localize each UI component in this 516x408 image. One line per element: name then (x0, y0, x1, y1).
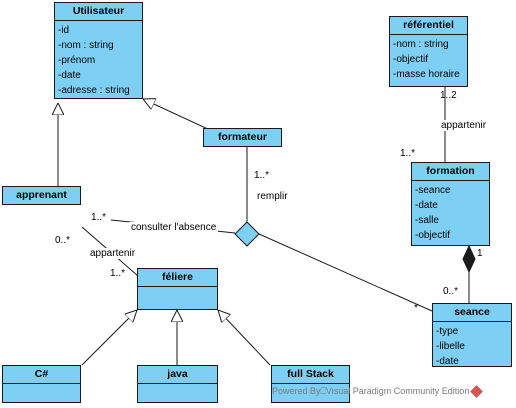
class-name: java (138, 366, 217, 384)
watermark: Powered By⎕Visual Paradigm Community Edi… (272, 385, 484, 398)
multiplicity-seance-left: * (414, 303, 418, 314)
attribute: -prénom (58, 55, 96, 66)
class-name: féliere (138, 269, 217, 287)
class-formateur[interactable]: formateur (203, 128, 282, 147)
gen-formateur-utilisateur (143, 99, 211, 131)
multiplicity-seance-top: 0..* (443, 286, 459, 297)
composition-diamond (462, 244, 476, 274)
gen-csharp-feliere (81, 310, 137, 366)
class-name: Utilisateur (55, 3, 142, 21)
multiplicity-formation: 1..* (400, 148, 416, 159)
class-name: référentiel (390, 17, 467, 35)
attribute: -date (58, 70, 81, 81)
class-name: full Stack (272, 366, 349, 384)
class-seance[interactable]: seance -type -libelle -date (432, 303, 512, 367)
gen-fullstack-feliere (218, 310, 271, 366)
attribute: -salle (415, 215, 439, 226)
association-label-consulter: consulter l'absence (129, 222, 219, 233)
class-name: formateur (217, 131, 267, 143)
visual-paradigm-logo-icon (470, 385, 484, 398)
attribute: -masse horaire (393, 69, 460, 80)
attribute: -nom : string (393, 39, 449, 50)
attribute: -libelle (436, 341, 465, 352)
class-name: formation (412, 163, 489, 181)
class-utilisateur[interactable]: Utilisateur -id -nom : string -prénom -d… (54, 2, 143, 99)
watermark-text: Powered By⎕Visual Paradigm Community Edi… (272, 386, 470, 396)
multiplicity-apprenant-bottom: 0..* (55, 235, 71, 246)
class-fullstack[interactable]: full Stack (271, 365, 350, 403)
attribute: -objectif (415, 230, 451, 241)
attribute: -objectif (393, 54, 429, 65)
attribute: -adresse : string (58, 85, 130, 96)
multiplicity-apprenant-right: 1..* (91, 212, 107, 223)
assoc-remplir-seance (258, 233, 433, 312)
class-feliere[interactable]: féliere (137, 268, 218, 310)
association-label-appartenir-ref: appartenir (439, 120, 489, 131)
association-label-remplir: remplir (257, 191, 288, 202)
class-formation[interactable]: formation -seance -date -salle -objectif (411, 162, 490, 246)
multiplicity-formateur: 1..* (254, 170, 270, 181)
class-java[interactable]: java (137, 365, 218, 403)
attribute: -id (58, 25, 70, 36)
multiplicity-feliere: 1..* (110, 268, 126, 279)
class-referentiel[interactable]: référentiel -nom : string -objectif -mas… (389, 16, 468, 87)
attribute: -type (436, 326, 459, 337)
attribute: -seance (415, 185, 451, 196)
attribute: -date (436, 356, 459, 367)
attribute: -date (415, 200, 438, 211)
association-diamond (234, 221, 260, 247)
association-label-appartenir-feliere: appartenir (88, 248, 138, 259)
class-name: C# (3, 366, 80, 384)
class-name: apprenant (16, 189, 67, 201)
class-name: seance (433, 304, 511, 322)
multiplicity-referentiel: 1..2 (440, 90, 457, 101)
attribute: -nom : string (58, 40, 114, 51)
class-apprenant[interactable]: apprenant (2, 186, 81, 205)
multiplicity-composition: 1 (477, 248, 483, 259)
class-csharp[interactable]: C# (2, 365, 81, 403)
